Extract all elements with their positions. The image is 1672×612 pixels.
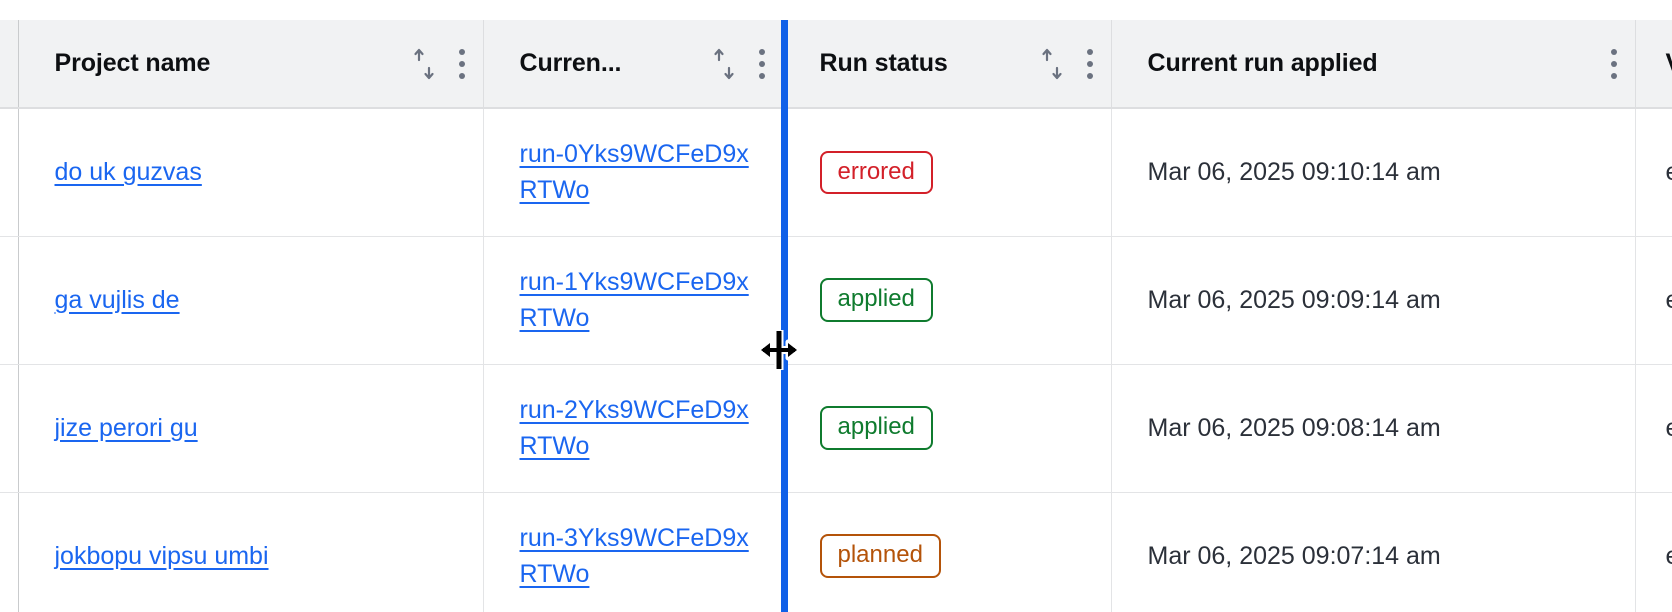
column-resize-indicator[interactable] [781,20,788,612]
status-badge: applied [819,406,933,450]
column-header-label-current-run-applied: Current run applied [1147,49,1378,77]
kebab-menu-icon-current-run[interactable] [758,48,765,79]
column-header-run-status[interactable]: Run status [783,20,1112,109]
cell-current-run: run-3Yks9WCFeD9xRTWo [483,492,784,612]
partial-next-value: e [1666,286,1672,314]
row-edge-sliver [0,492,19,612]
row-edge-sliver [0,236,19,365]
partial-next-value: e [1666,542,1672,570]
cell-project-name: ga vujlis de [18,236,484,365]
column-header-label-partial-next: V [1666,49,1672,77]
current-run-link[interactable]: run-2Yks9WCFeD9xRTWo [519,395,749,460]
cell-run-status: applied [783,236,1112,365]
cell-current-run: run-2Yks9WCFeD9xRTWo [483,364,784,493]
projects-table: Project name [0,20,1672,612]
cell-current-run-applied: Mar 06, 2025 09:09:14 am [1111,236,1636,365]
status-badge: applied [819,278,933,322]
cell-partial-next: e [1635,364,1672,493]
table-row: do uk guzvas run-0Yks9WCFeD9xRTWo errore… [0,108,1672,237]
header-row: Project name [0,20,1672,109]
table-row: ga vujlis de run-1Yks9WCFeD9xRTWo applie… [0,236,1672,365]
status-badge: errored [819,150,933,194]
cell-project-name: jokbopu vipsu umbi [18,492,484,612]
current-run-link[interactable]: run-0Yks9WCFeD9xRTWo [519,140,749,205]
current-run-link[interactable]: run-1Yks9WCFeD9xRTWo [519,267,749,332]
cell-run-status: planned [783,492,1112,612]
column-header-label-run-status: Run status [819,49,948,77]
cell-partial-next: e [1635,236,1672,365]
partial-next-value: e [1666,158,1672,186]
cell-partial-next: e [1635,492,1672,612]
table-row: jize perori gu run-2Yks9WCFeD9xRTWo appl… [0,364,1672,493]
project-name-link[interactable]: do uk guzvas [54,158,202,187]
column-header-edge-sliver [0,20,19,109]
status-badge: planned [819,534,941,578]
current-run-link[interactable]: run-3Yks9WCFeD9xRTWo [519,523,749,588]
cell-partial-next: e [1635,108,1672,237]
sort-icon-run-status[interactable] [1039,48,1065,80]
row-edge-sliver [0,364,19,493]
cell-current-run-applied: Mar 06, 2025 09:10:14 am [1111,108,1636,237]
table-row: jokbopu vipsu umbi run-3Yks9WCFeD9xRTWo … [0,492,1672,612]
applied-timestamp: Mar 06, 2025 09:08:14 am [1147,413,1441,442]
cell-current-run-applied: Mar 06, 2025 09:08:14 am [1111,364,1636,493]
partial-next-value: e [1666,414,1672,442]
sort-icon-current-run[interactable] [711,48,737,80]
cell-current-run: run-0Yks9WCFeD9xRTWo [483,108,784,237]
sort-icon-project-name[interactable] [411,48,437,80]
column-header-project-name[interactable]: Project name [18,20,484,109]
project-name-link[interactable]: jokbopu vipsu umbi [54,541,269,570]
cell-run-status: errored [783,108,1112,237]
cell-run-status: applied [783,364,1112,493]
applied-timestamp: Mar 06, 2025 09:07:14 am [1147,541,1441,570]
column-header-label-current-run: Curren... [519,49,622,77]
kebab-menu-icon-run-status[interactable] [1086,48,1093,79]
column-header-current-run[interactable]: Curren... [483,20,784,109]
applied-timestamp: Mar 06, 2025 09:10:14 am [1147,157,1441,186]
kebab-menu-icon-project-name[interactable] [458,48,465,79]
column-header-label-project-name: Project name [54,49,211,77]
kebab-menu-icon-current-run-applied[interactable] [1610,48,1617,79]
cell-project-name: jize perori gu [18,364,484,493]
applied-timestamp: Mar 06, 2025 09:09:14 am [1147,285,1441,314]
cell-current-run-applied: Mar 06, 2025 09:07:14 am [1111,492,1636,612]
row-edge-sliver [0,108,19,237]
column-header-partial-next[interactable]: V [1635,20,1672,109]
cell-current-run: run-1Yks9WCFeD9xRTWo [483,236,784,365]
column-header-current-run-applied[interactable]: Current run applied [1111,20,1636,109]
table-header: Project name [0,20,1672,109]
project-name-link[interactable]: jize perori gu [54,413,198,442]
cell-project-name: do uk guzvas [18,108,484,237]
table-body: do uk guzvas run-0Yks9WCFeD9xRTWo errore… [0,108,1672,612]
project-name-link[interactable]: ga vujlis de [54,285,180,314]
